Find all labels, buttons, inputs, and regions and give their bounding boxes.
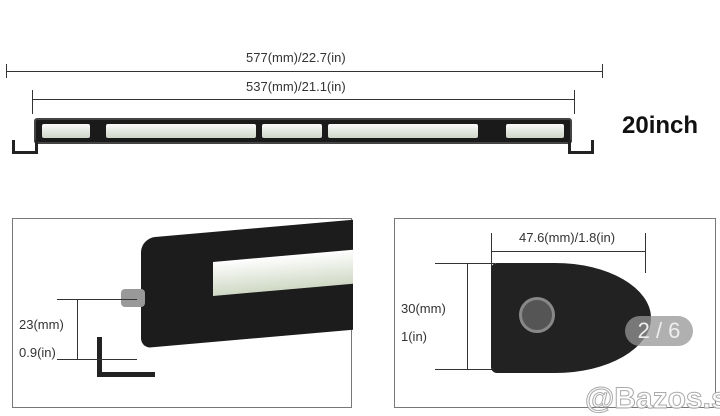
width-label: 47.6(mm)/1.8(in) bbox=[519, 230, 616, 245]
watermark: @Bazos.sk bbox=[584, 382, 720, 416]
bolt bbox=[121, 289, 145, 307]
lens-length-label: 537(mm)/21.1(in) bbox=[246, 79, 346, 94]
depth-in-label: 1(in) bbox=[401, 329, 428, 344]
left-bracket bbox=[12, 140, 38, 154]
led-light-bar bbox=[34, 118, 572, 144]
depth-mm-label: 30(mm) bbox=[401, 301, 446, 316]
side-detail-panel: 23(mm) 0.9(in) bbox=[12, 218, 353, 408]
gallery-counter: 2 / 6 bbox=[625, 316, 693, 346]
bar-end-photo bbox=[141, 219, 353, 349]
overall-length-label: 577(mm)/22.7(in) bbox=[246, 50, 346, 65]
mount-bracket bbox=[97, 337, 155, 377]
end-cap-photo bbox=[491, 263, 651, 373]
size-label: 20inch bbox=[622, 112, 699, 139]
end-detail-panel: 47.6(mm)/1.8(in) 30(mm) 1(in) bbox=[394, 218, 716, 408]
height-mm-label: 23(mm) bbox=[19, 317, 64, 332]
height-in-label: 0.9(in) bbox=[19, 345, 56, 360]
right-bracket bbox=[568, 140, 594, 154]
